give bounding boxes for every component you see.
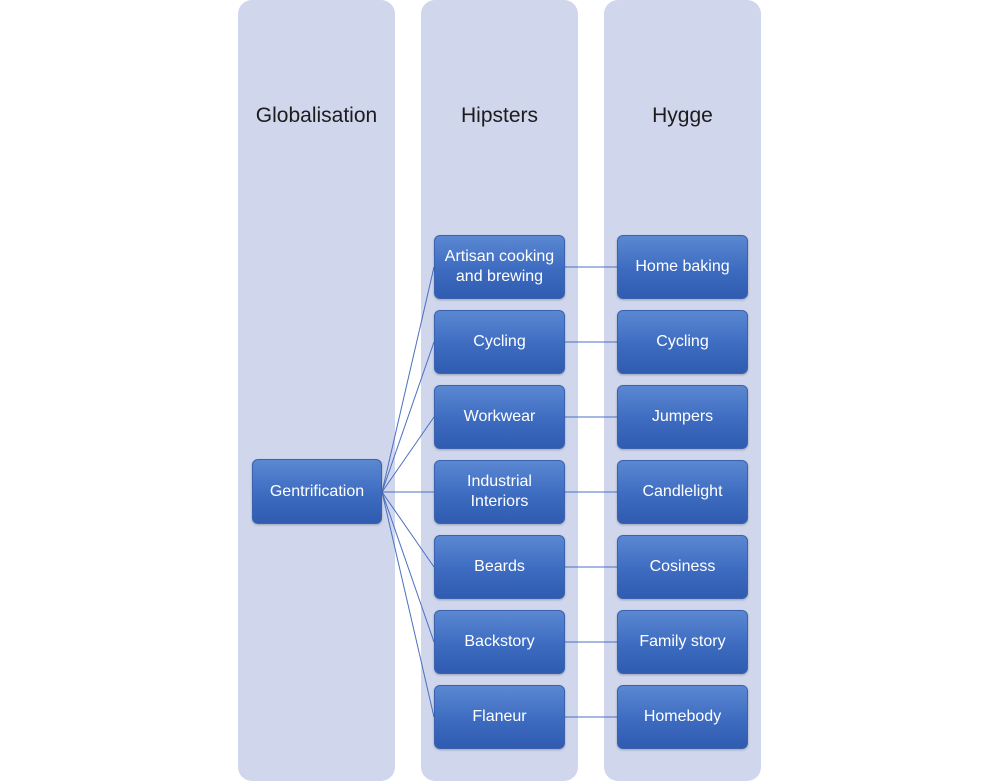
node-cosiness: Cosiness <box>617 535 748 599</box>
node-cycling-hipsters: Cycling <box>434 310 565 374</box>
connector-gentrification-workwear <box>381 416 435 493</box>
node-family-story: Family story <box>617 610 748 674</box>
connector-gentrification-cycling <box>381 341 435 493</box>
node-home-baking: Home baking <box>617 235 748 299</box>
node-flaneur: Flaneur <box>434 685 565 749</box>
node-cycling-hygge: Cycling <box>617 310 748 374</box>
node-artisan-cooking: Artisan cooking and brewing <box>434 235 565 299</box>
connector-gentrification-flaneur <box>381 491 435 718</box>
connector-gentrification-beards <box>381 491 435 568</box>
node-homebody: Homebody <box>617 685 748 749</box>
column-title-hygge: Hygge <box>652 104 713 127</box>
connector-gentrification-artisan <box>381 266 435 493</box>
node-beards: Beards <box>434 535 565 599</box>
node-jumpers: Jumpers <box>617 385 748 449</box>
column-title-globalisation: Globalisation <box>255 104 378 127</box>
node-workwear: Workwear <box>434 385 565 449</box>
column-title-hipsters: Hipsters <box>460 104 539 127</box>
node-candlelight: Candlelight <box>617 460 748 524</box>
node-gentrification: Gentrification <box>252 459 382 524</box>
column-globalisation: Globalisation <box>238 0 395 781</box>
connector-gentrification-backstory <box>381 491 435 643</box>
node-industrial-interiors: Industrial Interiors <box>434 460 565 524</box>
node-backstory: Backstory <box>434 610 565 674</box>
